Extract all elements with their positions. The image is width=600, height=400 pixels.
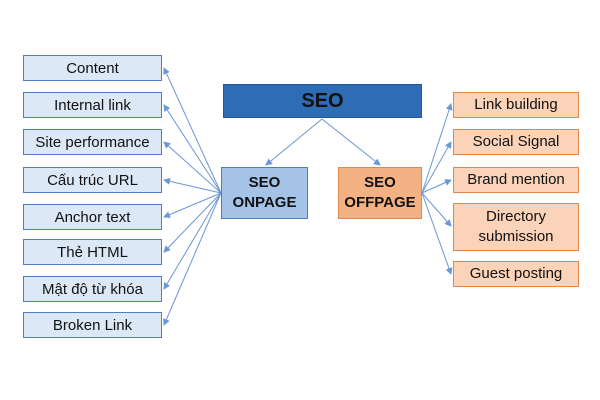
root-node-seo: SEO <box>223 84 422 118</box>
offpage-item-label: Social Signal <box>472 133 560 150</box>
onpage-item-label: Broken Link <box>52 316 133 334</box>
offpage-item-guest-posting: Guest posting <box>453 261 579 287</box>
offpage-item-label: Guest posting <box>469 265 563 282</box>
offpage-item-social-signal: Social Signal <box>453 129 579 155</box>
onpage-item-html-tags: Thẻ HTML <box>23 239 162 265</box>
onpage-item-label: Anchor text <box>54 208 131 226</box>
offpage-label-line1: SEO <box>364 174 396 191</box>
onpage-item-label: Content <box>66 59 119 77</box>
onpage-item-url-structure: Cấu trúc URL <box>23 167 162 193</box>
offpage-item-label: Brand mention <box>467 171 565 188</box>
offpage-label-line2: OFFPAGE <box>344 194 416 211</box>
onpage-fan-lines <box>163 67 222 326</box>
onpage-item-label: Thẻ HTML <box>57 243 128 261</box>
root-label: SEO <box>301 89 344 112</box>
onpage-item-content: Content <box>23 55 162 81</box>
offpage-item-label-line1: Directory <box>485 208 546 225</box>
connector-root-onpage <box>265 118 323 166</box>
offpage-item-label: Link building <box>474 96 558 113</box>
offpage-item-link-building: Link building <box>453 92 579 118</box>
onpage-item-label: Mật độ từ khóa <box>42 280 143 298</box>
seo-offpage-node: SEO OFFPAGE <box>338 167 422 219</box>
offpage-item-label-line2: submission <box>478 228 554 245</box>
onpage-item-site-performance: Site performance <box>23 129 162 155</box>
onpage-item-broken-link: Broken Link <box>23 312 162 338</box>
seo-onpage-node: SEO ONPAGE <box>221 167 308 219</box>
onpage-item-anchor-text: Anchor text <box>23 204 162 230</box>
offpage-item-brand-mention: Brand mention <box>453 167 579 193</box>
onpage-item-label: Internal link <box>54 96 131 114</box>
offpage-fan-lines <box>421 103 453 275</box>
onpage-item-label: Site performance <box>35 133 150 151</box>
onpage-label-line1: SEO <box>248 174 281 191</box>
connector-root-offpage <box>321 118 381 166</box>
onpage-label-line2: ONPAGE <box>232 194 297 211</box>
onpage-item-label: Cấu trúc URL <box>47 171 138 189</box>
onpage-item-keyword-density: Mật độ từ khóa <box>23 276 162 302</box>
onpage-item-internal-link: Internal link <box>23 92 162 118</box>
offpage-item-directory-submission: Directory submission <box>453 203 579 251</box>
